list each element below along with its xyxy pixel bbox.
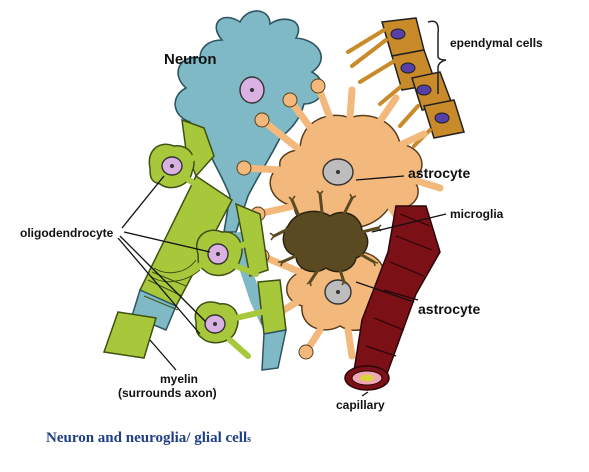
caption-main: Neuron and neuroglia/ glial cell (46, 430, 247, 446)
astrocyte-top-cell (236, 78, 444, 232)
label-astrocyte-bottom: astrocyte (418, 301, 480, 317)
label-neuron: Neuron (164, 51, 217, 68)
label-oligodendrocyte: oligodendrocyte (20, 226, 114, 240)
microglia-cell (269, 190, 382, 287)
label-microglia: microglia (450, 207, 504, 221)
pointer-lines (117, 175, 447, 397)
label-capillary: capillary (336, 398, 385, 412)
label-myelin-sub: (surrounds axon) (118, 386, 217, 400)
oligodendrocyte-myelin (102, 118, 287, 371)
label-ependymal-cells: ependymal cells (450, 36, 543, 50)
label-astrocyte-top: astrocyte (408, 165, 470, 181)
caption-tail: s (247, 434, 251, 445)
label-myelin: myelin (160, 372, 198, 386)
figure-caption: Neuron and neuroglia/ glial cells (46, 430, 251, 446)
capillary-vessel (344, 205, 441, 391)
ependymal-cells (346, 17, 465, 148)
